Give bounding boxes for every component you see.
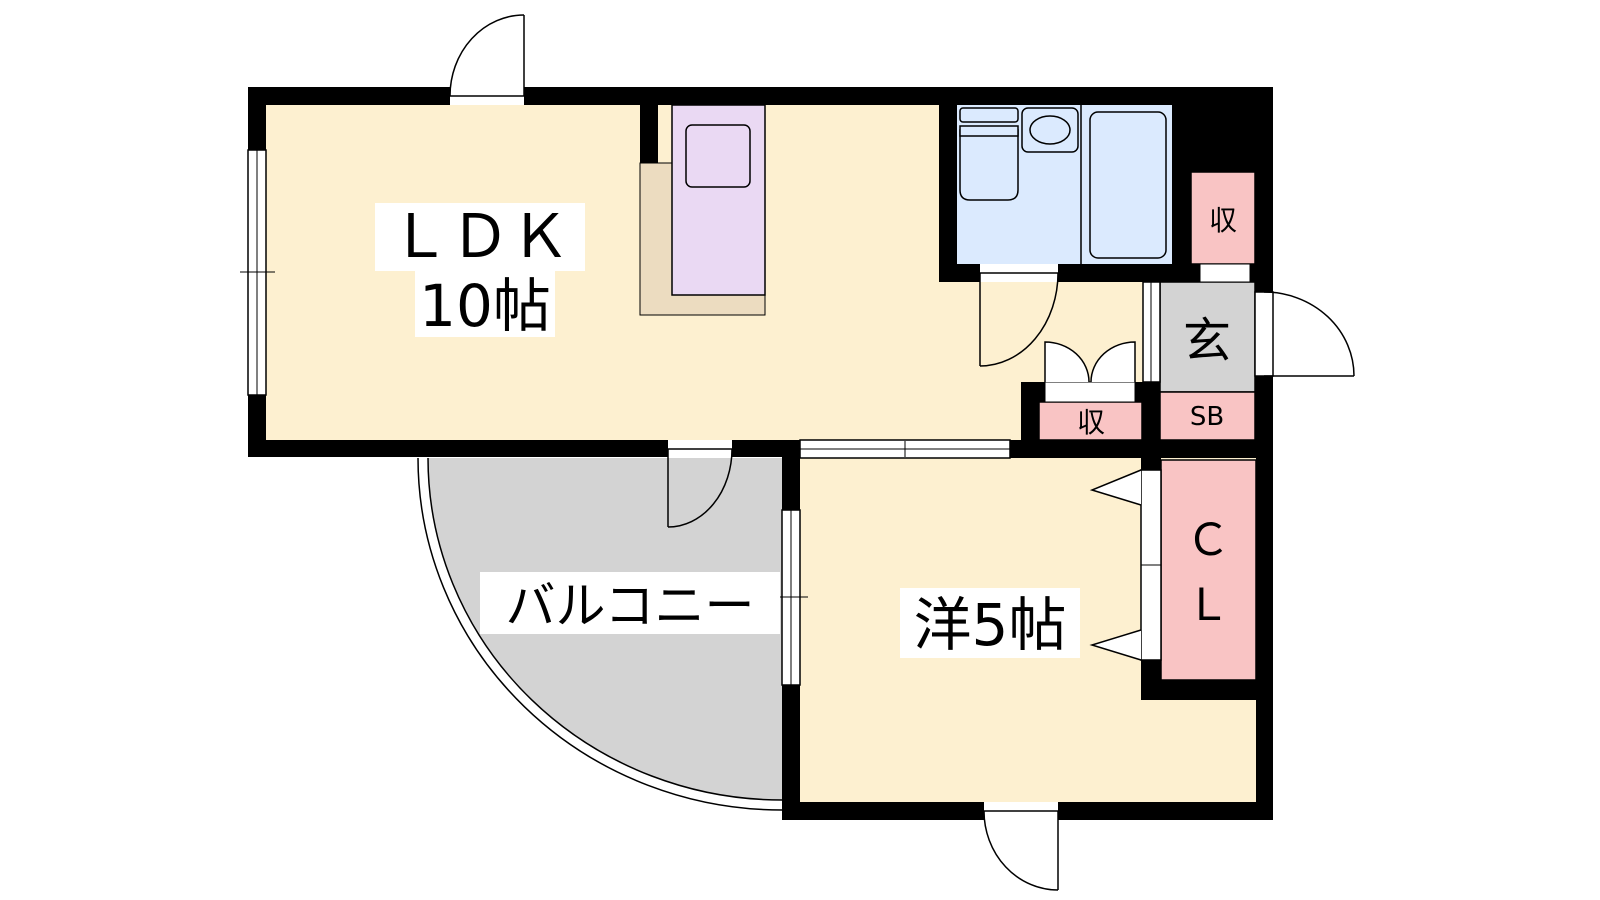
storage-lower: [1038, 401, 1143, 441]
basin-bowl-icon: [1029, 115, 1071, 145]
storage-lower-label: 収: [1077, 406, 1105, 439]
door-storage-upper-gap: [1199, 263, 1251, 283]
balcony-railing: [427, 457, 783, 801]
toilet-tank-icon: [959, 107, 1019, 123]
kitchen-wall-stub: [640, 105, 658, 163]
sink-icon: [685, 124, 751, 188]
door-entrance-gap: [1254, 291, 1274, 377]
door-wet-swing: [979, 272, 1059, 367]
door-entrance-swing: [1263, 291, 1355, 377]
western-room-label: 洋5帖: [914, 591, 1067, 659]
balcony-railing-outer: [417, 457, 783, 811]
ldk-label-bg: [375, 203, 585, 271]
door-ldk-top-swing: [449, 14, 525, 97]
ldk-floor: [266, 105, 939, 440]
closet-label-c: Ｃ: [1186, 515, 1230, 566]
toilet-lid-icon: [959, 125, 1019, 137]
door-storage-lower-swing-right: [1090, 341, 1136, 383]
bathtub-icon: [1089, 111, 1167, 259]
closet-label-l: Ｌ: [1186, 580, 1230, 631]
hall-floor-lower: [939, 382, 1021, 440]
storage-lower-wall: [1021, 382, 1039, 440]
door-western-bottom-swing: [983, 810, 1059, 891]
closet: [1160, 459, 1257, 681]
toilet-bowl-icon: [959, 129, 1019, 201]
door-storage-lower-gap: [1044, 381, 1136, 403]
ldk-room-size: 10帖: [419, 272, 551, 340]
entrance-label: 玄: [1183, 313, 1231, 369]
ldk-size-bg: [415, 271, 555, 337]
closet-door-fold-upper: [1089, 469, 1142, 506]
shoe-box: [1159, 391, 1256, 441]
door-storage-lower-swing-left: [1044, 341, 1090, 383]
door-balcony-swing: [667, 448, 733, 528]
closet-wall-bottom: [1141, 680, 1256, 700]
balcony-label: バルコニー: [506, 577, 755, 635]
closet-door-fold-lower: [1089, 629, 1142, 661]
storage-upper-label: 収: [1209, 204, 1237, 237]
ldk-room-name: ＬＤＫ: [390, 202, 570, 272]
storage-upper: [1190, 171, 1256, 265]
balcony-label-bg: [480, 572, 780, 634]
western-label-bg: [900, 588, 1080, 658]
shoe-box-label: SB: [1190, 402, 1224, 432]
